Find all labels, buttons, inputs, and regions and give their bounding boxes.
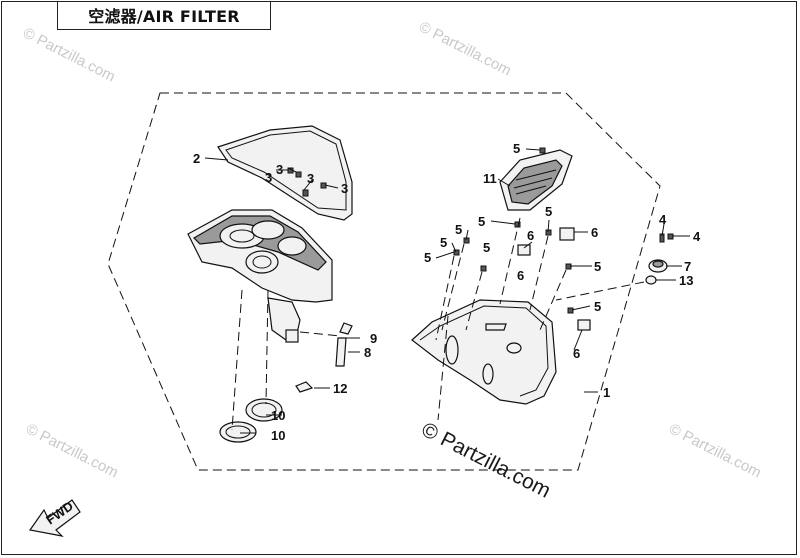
callout-3: 3: [276, 162, 283, 177]
leader-lines: [204, 148, 690, 434]
watermark-top-right: © Partzilla.com: [416, 18, 514, 79]
callout-4: 4: [693, 229, 701, 244]
airbox-housing: [187, 209, 333, 343]
callout-13: 13: [679, 273, 693, 288]
callout-8: 8: [364, 345, 371, 360]
foam-pads: [517, 227, 591, 331]
callout-10: 10: [271, 428, 285, 443]
diagram-title: 空滤器/AIR FILTER: [57, 1, 271, 30]
watermark-bottom-right: © Partzilla.com: [666, 420, 764, 481]
callout-5: 5: [455, 222, 462, 237]
callout-9: 9: [370, 331, 377, 346]
lower-case: [411, 299, 557, 405]
assembly-guide-lines: [231, 217, 645, 431]
callout-12: 12: [333, 381, 347, 396]
callout-labels: 1 2 3 3 3 3 4 4 5 5 5 5 5 5 5 5 5 6 6 6 …: [193, 141, 701, 443]
callout-6: 6: [527, 228, 534, 243]
callout-6: 6: [573, 346, 580, 361]
watermark-bottom-left: © Partzilla.com: [23, 420, 121, 481]
cover-gasket: [217, 125, 353, 221]
callout-7: 7: [684, 259, 691, 274]
bolt-set-5: [453, 147, 674, 314]
callout-5: 5: [483, 240, 490, 255]
callout-5: 5: [594, 259, 601, 274]
callout-5: 5: [440, 235, 447, 250]
assembly-boundary: [107, 92, 661, 471]
callout-3: 3: [341, 181, 348, 196]
callout-5: 5: [513, 141, 520, 156]
callout-1: 1: [603, 385, 610, 400]
callout-5: 5: [424, 250, 431, 265]
drain-tube: [295, 322, 353, 393]
grommets: [645, 259, 668, 285]
callout-6: 6: [591, 225, 598, 240]
callout-10: 10: [271, 408, 285, 423]
watermark-top-left: © Partzilla.com: [20, 24, 118, 85]
forward-arrow: FWD: [28, 498, 81, 537]
callout-11: 11: [483, 171, 497, 186]
callout-6: 6: [517, 268, 524, 283]
callout-3: 3: [307, 171, 314, 186]
filter-element: [499, 149, 573, 211]
callout-2: 2: [193, 151, 200, 166]
callout-4: 4: [659, 212, 667, 227]
callout-5: 5: [594, 299, 601, 314]
hose-clamps: [219, 398, 283, 443]
callout-5: 5: [545, 204, 552, 219]
callout-3: 3: [265, 170, 272, 185]
watermark-center: © Partzilla.com: [418, 418, 555, 503]
callout-5: 5: [478, 214, 485, 229]
